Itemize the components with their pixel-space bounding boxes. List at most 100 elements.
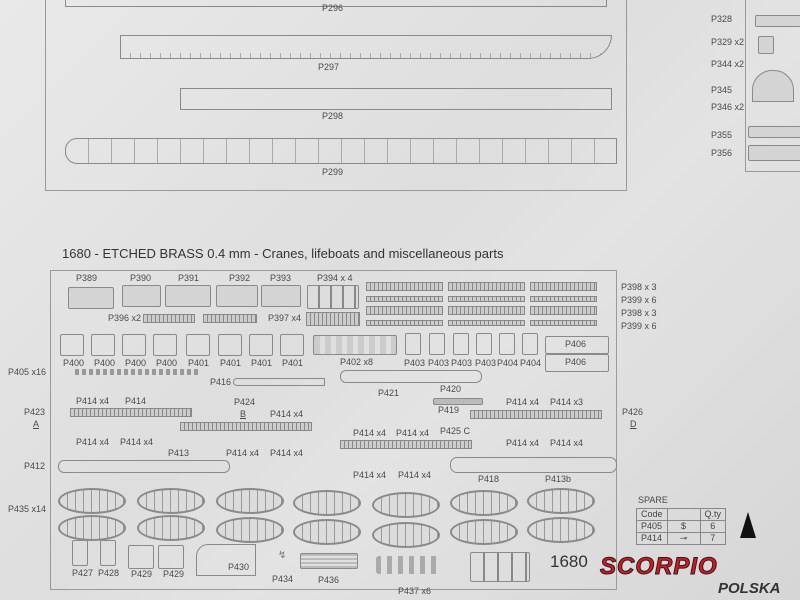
part-p403 [476, 333, 492, 355]
part-p406 [545, 336, 609, 354]
label-p423: P423 [24, 407, 46, 417]
spare-title: SPARE [638, 495, 668, 505]
part-p430 [196, 544, 256, 576]
part-p390 [122, 285, 161, 307]
label-p405: P405 x16 [8, 367, 47, 377]
label-p416: P416 [210, 377, 232, 387]
arrow-logo-icon [740, 512, 756, 538]
crane-p425 [340, 440, 472, 449]
label-p392: P392 [229, 273, 251, 283]
part-p399 [448, 296, 525, 302]
lifeboat-p435 [216, 517, 284, 543]
section-title: 1680 - ETCHED BRASS 0.4 mm - Cranes, lif… [62, 246, 504, 261]
label-p425: P425 C [440, 426, 471, 436]
spare-header-code: Code [636, 508, 668, 521]
label-p437: P437 x6 [398, 586, 432, 596]
part-p427 [72, 540, 88, 566]
label-p403: P403 [451, 358, 473, 368]
label-p296: P296 [322, 3, 344, 13]
label-p414-x4: P414 x4 [76, 437, 110, 447]
hull-part-p298 [180, 88, 612, 110]
lifeboat-p435 [58, 515, 126, 541]
lifeboat-p435 [450, 490, 518, 516]
part-p434: ↯ [278, 550, 287, 561]
label-p346: P346 x2 [711, 102, 745, 112]
right-fret-outline [745, 0, 800, 172]
part-p329 [758, 36, 774, 54]
label-p406: P406 [565, 339, 587, 349]
lifeboat-p435 [527, 517, 595, 543]
part-p428 [100, 540, 116, 566]
label-p344: P344 x2 [711, 59, 745, 69]
label-p414-x4: P414 x4 [396, 428, 430, 438]
part-p401 [280, 334, 304, 356]
label-p414-x4: P414 x4 [398, 470, 432, 480]
part-p399 [366, 320, 443, 326]
part-p437-row [376, 556, 438, 574]
lifeboat-p435 [216, 488, 284, 514]
label-p298: P298 [322, 111, 344, 121]
label-p355: P355 [711, 130, 733, 140]
hull-part-p297 [120, 35, 612, 59]
lifeboat-p435 [137, 515, 205, 541]
label-p426: P426 [622, 407, 644, 417]
part-p436 [300, 553, 358, 569]
part-p399 [530, 296, 597, 302]
label-p435: P435 x14 [8, 504, 47, 514]
part-p398 [530, 306, 597, 315]
part-p429 [128, 545, 154, 569]
label-p391: P391 [178, 273, 200, 283]
label-p420: P420 [440, 384, 462, 394]
label-p356: P356 [711, 148, 733, 158]
label-p400: P400 [63, 358, 85, 368]
label-p399: P399 x 6 [621, 321, 657, 331]
part-p429 [158, 545, 184, 569]
part-p406 [545, 354, 609, 372]
lifeboat-p435 [293, 490, 361, 516]
label-p398: P398 x 3 [621, 282, 657, 292]
part-p398 [530, 282, 597, 291]
part-p396-b [203, 314, 257, 323]
label-p390: P390 [130, 273, 152, 283]
part-p404 [499, 333, 515, 355]
part-p398 [366, 282, 443, 291]
label-p400: P400 [94, 358, 116, 368]
watermark-logo: SCORPIO POLSKA [600, 553, 781, 597]
part-p412 [58, 460, 230, 473]
part-p392 [216, 285, 258, 307]
spare-header-qty: Q.ty [699, 508, 727, 521]
part-p403 [405, 333, 421, 355]
label-p419: P419 [438, 405, 460, 415]
label-p401: P401 [188, 358, 210, 368]
label-p414-x4: P414 x4 [506, 438, 540, 448]
label-d: D [630, 419, 637, 429]
label-p406: P406 [565, 357, 587, 367]
part-p396-a [143, 314, 195, 323]
label-p403: P403 [428, 358, 450, 368]
lifeboat-p435 [58, 488, 126, 514]
part-p398 [366, 306, 443, 315]
label-p393: P393 [270, 273, 292, 283]
part-p400 [153, 334, 177, 356]
lifeboat-p435 [450, 519, 518, 545]
part-p403 [453, 333, 469, 355]
upper-fret-outline [45, 0, 627, 191]
part-p355 [748, 126, 800, 138]
label-p403: P403 [475, 358, 497, 368]
label-p414-x4: P414 x4 [353, 428, 387, 438]
label-p397: P397 x4 [268, 313, 302, 323]
label-p414-x4: P414 x4 [226, 448, 260, 458]
watermark-line1: SCORPIO [600, 553, 718, 580]
label-p413: P413 [168, 448, 190, 458]
label-p413b: P413b [545, 474, 572, 484]
part-p419 [433, 398, 483, 405]
lifeboat-p435 [372, 492, 440, 518]
part-p400 [60, 334, 84, 356]
part-p393 [261, 285, 301, 307]
spare-header-icon [666, 508, 701, 521]
label-p399: P399 x 6 [621, 295, 657, 305]
part-p328 [755, 15, 800, 27]
part-p416 [233, 378, 325, 386]
spare-part-icon: ⊸ [666, 532, 701, 545]
label-p434: P434 [272, 574, 294, 584]
